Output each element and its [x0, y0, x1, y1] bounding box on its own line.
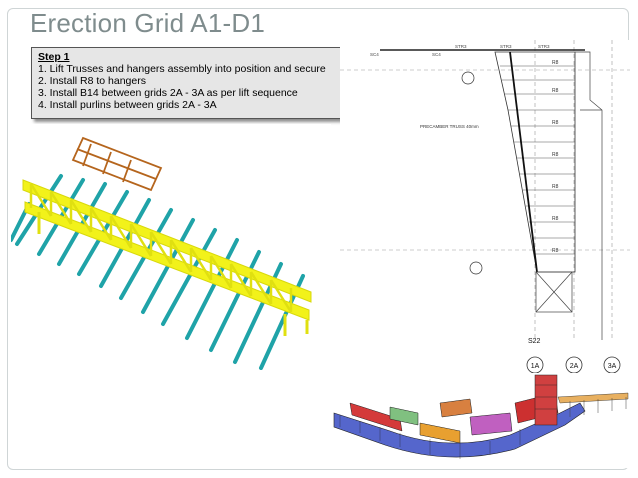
top-label: STR3	[500, 44, 512, 49]
step-box: Step 1 1. Lift Trusses and hangers assem…	[31, 47, 354, 119]
truss-web	[29, 183, 293, 313]
member-labels: R8 R8 R8 R8 R8 R8 R8	[552, 60, 559, 254]
grid-label-3a: 3A	[608, 363, 617, 370]
member-label: R8	[552, 152, 559, 158]
step-item-4: 4. Install purlins between grids 2A - 3A	[38, 99, 217, 111]
top-labels: STR3 STR3 STR3 SC4 SC4	[370, 44, 550, 57]
step-heading: Step 1	[38, 51, 70, 63]
member-label: R8	[552, 184, 559, 190]
section-markers	[461, 71, 483, 275]
step-item-2: 2. Install R8 to hangers	[38, 75, 146, 87]
member-label: R8	[552, 216, 559, 222]
slide-title: Erection Grid A1-D1	[30, 8, 266, 38]
truss-note: PRECAMBER TRUSS 40mm	[420, 124, 479, 129]
truss-posts	[37, 212, 309, 336]
truss-3d-model-svg	[9, 136, 312, 370]
main-chord	[509, 51, 538, 273]
step-list: 1. Lift Trusses and hangers assembly int…	[38, 63, 347, 111]
cad-drawing-image: R8 R8 R8 R8 R8 R8 R8 STR3 STR3 STR3 SC4 …	[340, 40, 630, 375]
top-label: STR3	[455, 44, 467, 49]
main-truss	[22, 179, 312, 321]
member-label: R8	[552, 248, 559, 254]
structure-3d-render-svg	[333, 374, 629, 459]
section-label: S22	[528, 338, 541, 345]
member-label: R8	[552, 60, 559, 66]
side-label: SC4	[432, 52, 441, 57]
cad-drawing-svg: R8 R8 R8 R8 R8 R8 R8 STR3 STR3 STR3 SC4 …	[340, 40, 630, 374]
step-item-3: 3. Install B14 between grids 2A - 3A as …	[38, 87, 298, 99]
truss-3d-model-image	[9, 124, 331, 370]
hanger-frame	[71, 136, 163, 192]
grid-label-1a: 1A	[531, 363, 540, 370]
side-label: SC4	[370, 52, 379, 57]
grid-bubbles: 1A 2A 3A	[526, 356, 621, 374]
grid-label-2a: 2A	[570, 363, 579, 370]
structure-3d-render-image	[330, 373, 630, 468]
member-rows	[500, 65, 575, 255]
member-label: R8	[552, 120, 559, 126]
right-detail	[535, 51, 603, 340]
member-label: R8	[552, 88, 559, 94]
grid-lines	[340, 40, 630, 340]
render-structure	[333, 374, 629, 459]
top-label: STR3	[538, 44, 550, 49]
step-item-1: 1. Lift Trusses and hangers assembly int…	[38, 63, 326, 75]
